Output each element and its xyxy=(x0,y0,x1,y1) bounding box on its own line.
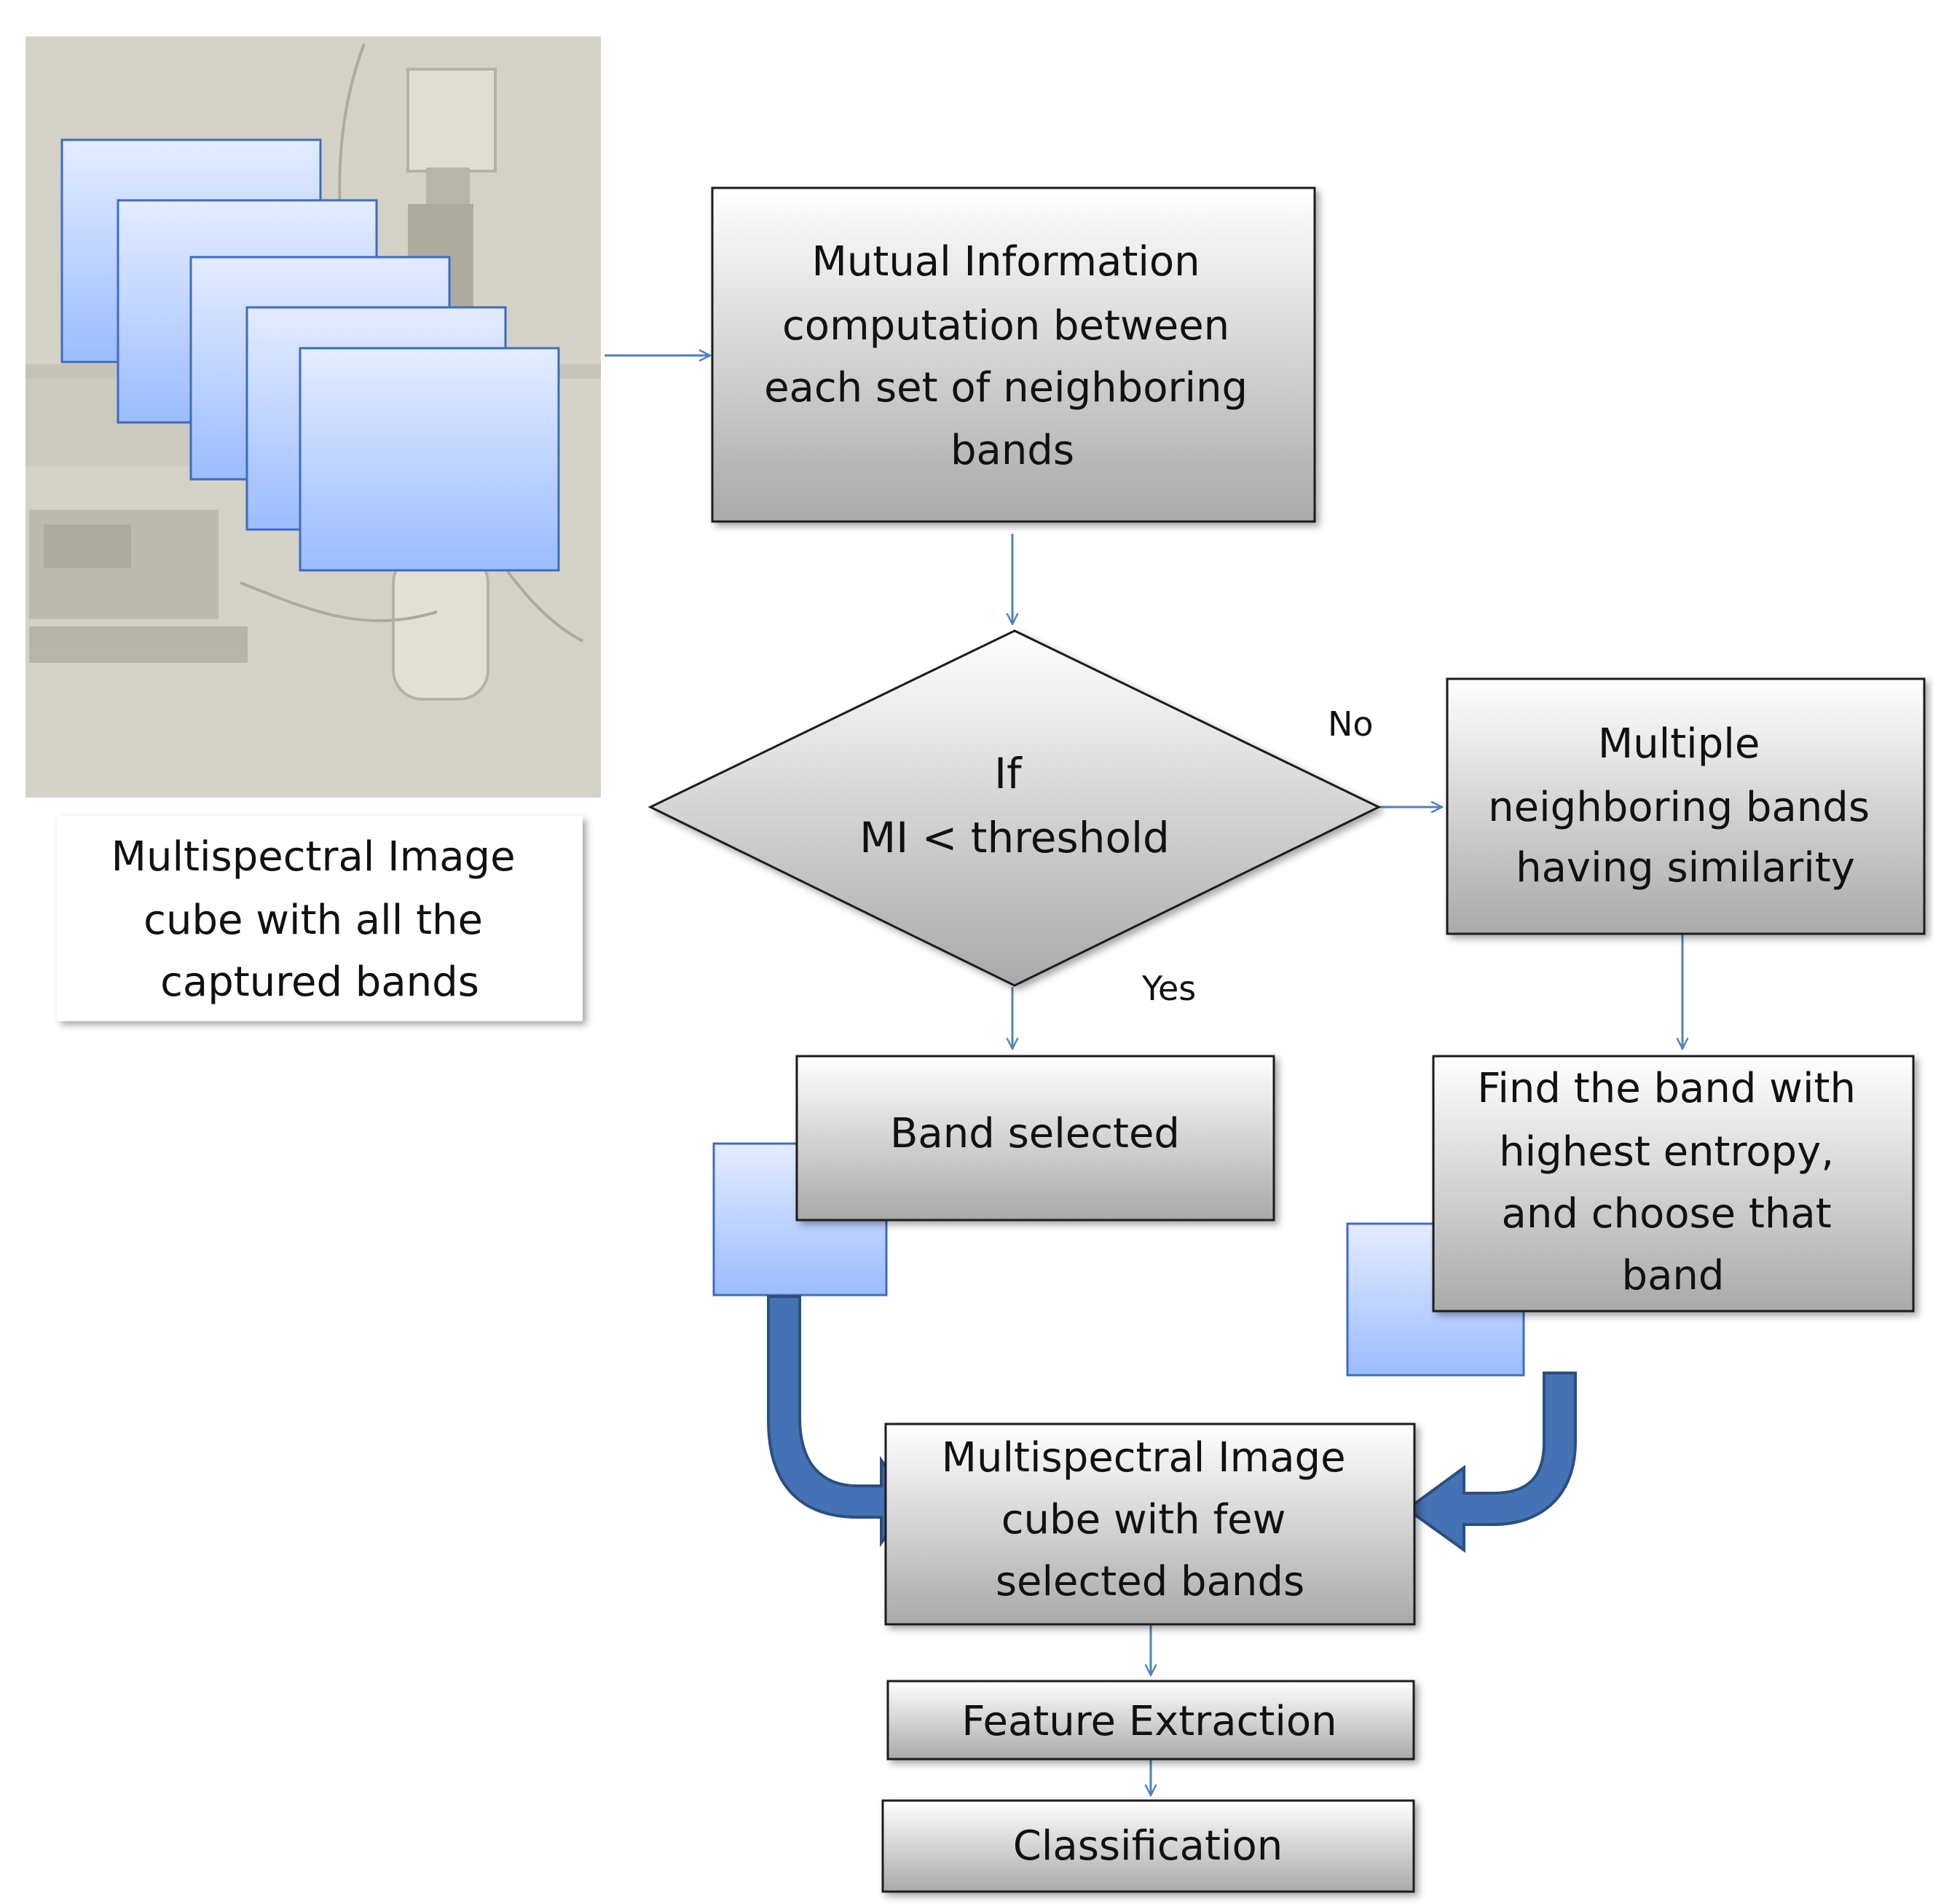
svg-text:Feature Extraction: Feature Extraction xyxy=(961,1698,1336,1745)
band-selected-box: Band selected xyxy=(795,1055,1275,1222)
entropy-box-line: highest entropy, xyxy=(1499,1128,1834,1176)
classification-box: Classification xyxy=(881,1799,1415,1893)
curved-arrow-left xyxy=(767,1295,913,1548)
result-cube-box: Multispectral Image cube with few select… xyxy=(884,1423,1416,1626)
feature-extraction-box: Feature Extraction xyxy=(886,1680,1415,1761)
input-caption-line: cube with all the xyxy=(143,897,483,944)
svg-text:Find the band with highe: Find the band with highest entropy, and … xyxy=(1477,1065,1869,1299)
svg-text:Mutual Information compu: Mutual Information computation between e… xyxy=(764,238,1261,474)
svg-text:Multiple neighboring ban: Multiple neighboring bands having simila… xyxy=(1488,720,1883,892)
similar-box-line: Multiple xyxy=(1598,720,1760,768)
result-box-line: Multispectral Image xyxy=(942,1434,1346,1482)
mi-box-line: bands xyxy=(950,427,1074,474)
classification-label: Classification xyxy=(1013,1822,1283,1870)
entropy-box-line: and choose that xyxy=(1502,1190,1832,1238)
band-layer-5 xyxy=(299,347,560,572)
no-branch-label: No xyxy=(1328,704,1374,744)
similar-box-line: neighboring bands xyxy=(1488,784,1870,831)
decision-line: MI < threshold xyxy=(859,813,1170,862)
svg-text:If MI < threshold: If MI < threshold xyxy=(859,749,1170,862)
entropy-box-line: band xyxy=(1622,1252,1725,1299)
mi-box-line: each set of neighboring xyxy=(764,364,1248,412)
input-image-cube xyxy=(25,36,601,798)
mi-box-line: computation between xyxy=(782,302,1229,350)
similar-box-line: having similarity xyxy=(1516,844,1855,892)
result-box-line: cube with few xyxy=(1001,1496,1286,1543)
decision-line: If xyxy=(994,749,1023,798)
svg-text:Multispectral Image cube: Multispectral Image cube with all the ca… xyxy=(111,833,529,1006)
connectors xyxy=(605,355,1682,1795)
feature-extraction-label: Feature Extraction xyxy=(961,1698,1336,1745)
mi-box-line: Mutual Information xyxy=(812,238,1200,286)
similar-bands-box: Multiple neighboring bands having simila… xyxy=(1446,677,1926,935)
threshold-decision: If MI < threshold xyxy=(647,629,1382,987)
band-selected-label: Band selected xyxy=(890,1110,1180,1157)
svg-text:Classification: Classification xyxy=(1013,1822,1283,1870)
entropy-box-line: Find the band with xyxy=(1477,1065,1856,1112)
input-caption-line: Multispectral Image xyxy=(111,833,516,881)
svg-text:Band selected: Band selected xyxy=(890,1110,1180,1157)
result-box-line: selected bands xyxy=(996,1558,1304,1605)
mi-computation-box: Mutual Information computation between e… xyxy=(711,186,1316,523)
input-caption-line: captured bands xyxy=(160,959,479,1006)
input-caption-box: Multispectral Image cube with all the ca… xyxy=(57,816,583,1021)
svg-text:Multispectral Image cube: Multispectral Image cube with few select… xyxy=(942,1434,1359,1605)
highest-entropy-box: Find the band with highest entropy, and … xyxy=(1432,1055,1915,1313)
curved-arrow-right xyxy=(1404,1372,1577,1553)
yes-branch-label: Yes xyxy=(1141,969,1196,1008)
